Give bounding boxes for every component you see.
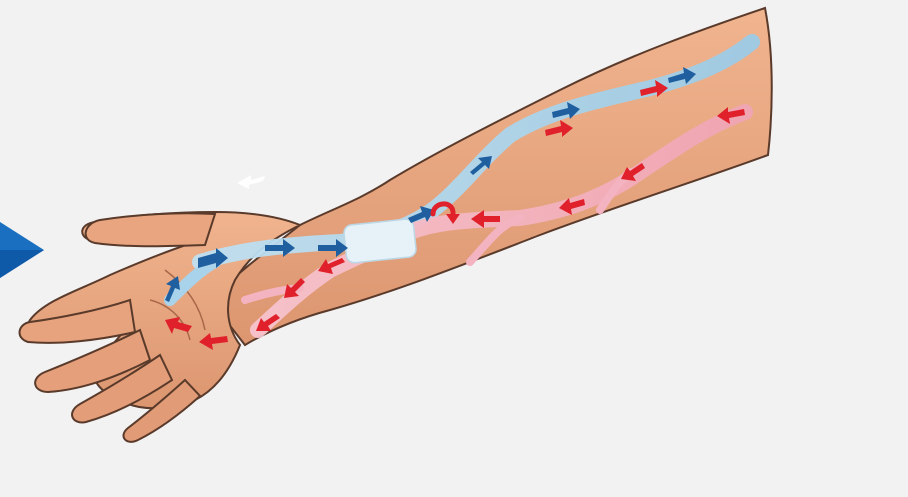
arrow-left-icon	[318, 258, 345, 274]
arrow-right-icon	[552, 102, 580, 119]
arrow-left-icon	[165, 317, 192, 334]
slide-nav-button[interactable]	[0, 222, 46, 278]
u-turn-arrow-icon	[430, 201, 456, 221]
finger-little	[122, 378, 202, 443]
arrow-right-icon	[668, 67, 696, 84]
arrow-left-icon	[284, 278, 305, 298]
arrow-right-icon	[408, 206, 434, 223]
finger-ring	[71, 353, 174, 424]
arrow-right-icon	[198, 248, 228, 268]
fistula-connector	[343, 218, 417, 264]
arrow-left-icon	[471, 210, 500, 228]
arrow-right-icon	[470, 156, 492, 175]
palm-crease	[149, 269, 206, 341]
arrow-right-icon	[165, 276, 180, 302]
arrow-left-icon	[545, 120, 573, 137]
arrow-left-icon	[621, 163, 645, 181]
vein-flow-arrows	[165, 67, 696, 302]
artery-flow-arrows	[165, 80, 745, 350]
finger-middle	[34, 328, 152, 394]
arrow-left-icon	[199, 333, 228, 350]
thumb	[84, 212, 217, 248]
u-turn-arrowhead-icon	[446, 214, 460, 224]
arrow-right-icon	[265, 239, 295, 257]
arrow-left-icon	[640, 80, 668, 97]
arrow-left-icon	[717, 107, 745, 124]
finger-index	[18, 298, 137, 344]
faint-arrow-icon	[237, 175, 265, 189]
arrow-left-icon	[256, 314, 280, 331]
arrow-right-icon	[318, 239, 348, 257]
triangle-right-icon	[0, 222, 44, 278]
arrow-left-icon	[559, 198, 585, 215]
